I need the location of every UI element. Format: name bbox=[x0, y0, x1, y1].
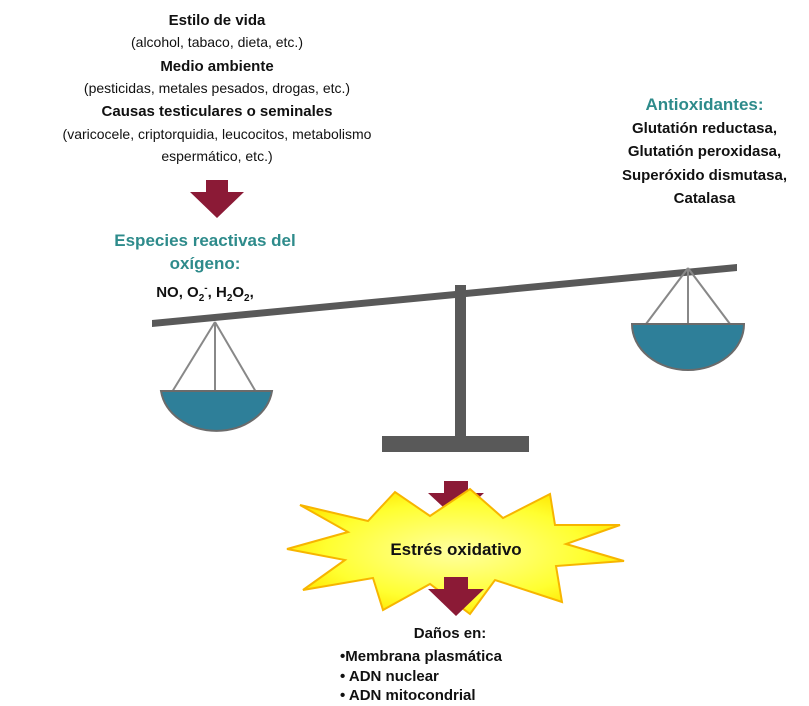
lifestyle-title: Estilo de vida bbox=[168, 12, 266, 29]
antioxidant-item: Superóxido dismutasa, bbox=[621, 167, 788, 184]
ros-title-line-2: oxígeno: bbox=[169, 254, 241, 273]
oxidative-stress-label: Estrés oxidativo bbox=[390, 540, 522, 559]
antioxidant-item: Glutatión peroxidasa, bbox=[627, 143, 782, 160]
balance-beam bbox=[152, 264, 737, 327]
lifestyle-detail: (alcohol, tabaco, dieta, etc.) bbox=[131, 34, 303, 50]
damage-list: •Membrana plasmática • ADN nuclear • ADN… bbox=[340, 647, 502, 706]
down-arrow-stress bbox=[428, 577, 484, 616]
testicular-title: Causas testiculares o seminales bbox=[101, 103, 333, 120]
left-pan bbox=[159, 390, 274, 432]
damage-item: • ADN mitocondrial bbox=[340, 687, 476, 704]
environment-title: Medio ambiente bbox=[160, 58, 274, 75]
balance-base bbox=[382, 436, 529, 452]
balance-post bbox=[455, 285, 466, 439]
testicular-detail-line-2: espermático, etc.) bbox=[161, 148, 273, 164]
damage-title: Daños en: bbox=[413, 625, 487, 642]
down-arrow-causes bbox=[190, 180, 244, 218]
testicular-detail-line-1: (varicocele, criptorquidia, leucocitos, … bbox=[62, 126, 372, 142]
right-pan bbox=[630, 323, 746, 371]
antioxidant-item: Catalasa bbox=[673, 190, 736, 207]
oxidative-stress-burst bbox=[286, 487, 625, 616]
left-pan-strings bbox=[171, 321, 257, 393]
ros-species: NO, O2-, H2O2, bbox=[156, 283, 254, 304]
ros-title-line-1: Especies reactivas del bbox=[114, 231, 296, 250]
antioxidants-title: Antioxidantes: bbox=[645, 95, 764, 114]
environment-detail: (pesticidas, metales pesados, drogas, et… bbox=[83, 80, 351, 96]
damage-item: •Membrana plasmática bbox=[340, 648, 502, 665]
right-pan-strings bbox=[645, 267, 731, 325]
antioxidant-item: Glutatión reductasa, bbox=[631, 120, 778, 137]
damage-item: • ADN nuclear bbox=[340, 667, 439, 685]
